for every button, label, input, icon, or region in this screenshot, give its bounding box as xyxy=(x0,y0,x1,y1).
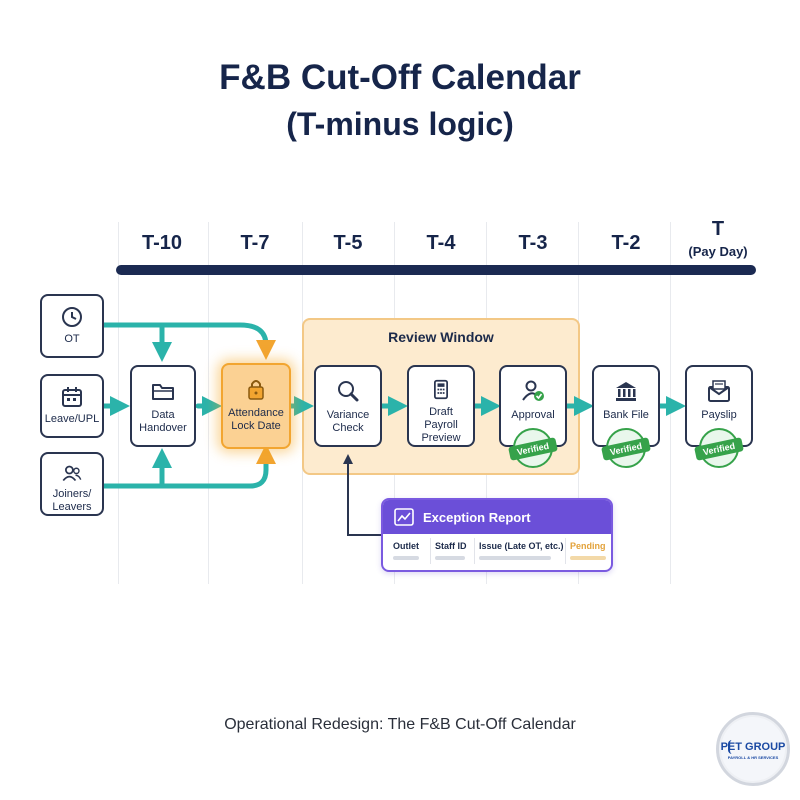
logo-subtitle: PAYROLL & HR SERVICES xyxy=(727,755,779,760)
step-payslip-label: Payslip xyxy=(701,409,737,421)
input-joiners: Joiners/ Leavers xyxy=(40,452,104,516)
logo-mark-icon xyxy=(728,740,735,754)
verified-badge-payslip: Verified xyxy=(694,428,744,468)
step-variance-check-label: Variance Check xyxy=(326,409,370,434)
placeholder-bar xyxy=(435,556,465,560)
column-divider xyxy=(430,538,431,564)
input-ot: OT xyxy=(40,294,104,358)
input-leave-label: Leave/UPL xyxy=(44,413,100,425)
input-joiners-label: Joiners/ Leavers xyxy=(52,488,92,513)
column-divider xyxy=(565,538,566,564)
step-attendance-lock-label: Attendance Lock Date xyxy=(228,407,284,432)
timeline-bar xyxy=(116,265,756,275)
user-check-icon xyxy=(522,380,544,401)
tick-t-payday: T xyxy=(711,218,725,240)
step-approval-label: Approval xyxy=(511,409,555,421)
footer-caption: Operational Redesign: The F&B Cut-Off Ca… xyxy=(224,716,576,733)
verified-badge-bank: Verified xyxy=(601,428,651,468)
exception-report-title: Exception Report xyxy=(423,509,531,525)
column-pending: Pending xyxy=(570,541,606,551)
placeholder-bar xyxy=(570,556,606,560)
column-staff-id: Staff ID xyxy=(435,541,467,551)
ot-flow-line xyxy=(101,322,276,360)
step-attendance-lock: Attendance Lock Date xyxy=(221,363,291,449)
step-variance-check: Variance Check xyxy=(314,365,382,447)
calendar-icon xyxy=(62,387,82,407)
verified-badge-approval-text: Verified xyxy=(508,437,558,461)
verified-badge-approval: Verified xyxy=(508,428,558,468)
input-leave: Leave/UPL xyxy=(40,374,104,438)
lock-icon xyxy=(248,380,264,400)
verified-badge-payslip-text: Verified xyxy=(694,437,744,461)
placeholder-bar xyxy=(479,556,551,560)
calculator-icon xyxy=(434,379,448,400)
tick-t-7: T-7 xyxy=(240,232,270,254)
folder-icon xyxy=(152,384,174,400)
tick-t-5: T-5 xyxy=(333,232,363,254)
company-logo: PET GROUP PAYROLL & HR SERVICES xyxy=(716,712,790,786)
column-outlet: Outlet xyxy=(393,541,419,551)
clock-icon xyxy=(62,307,82,327)
tick-t-4: T-4 xyxy=(426,232,456,254)
logo-name: PET GROUP xyxy=(720,741,786,753)
tick-t-3: T-3 xyxy=(518,232,548,254)
column-divider xyxy=(474,538,475,564)
exception-report-card: Exception Report Outlet Staff ID Issue (… xyxy=(381,498,613,572)
people-icon xyxy=(62,465,82,482)
exception-report-header: Exception Report xyxy=(383,500,611,534)
exception-report-columns: Outlet Staff ID Issue (Late OT, etc.) Pe… xyxy=(383,534,611,570)
page-title: F&B Cut-Off Calendar xyxy=(219,58,581,97)
joiners-flow-line xyxy=(101,444,276,489)
tick-payday-label: (Pay Day) xyxy=(688,244,748,259)
envelope-icon xyxy=(708,380,730,402)
magnifier-icon xyxy=(338,381,359,402)
bank-icon xyxy=(616,382,636,401)
input-ot-label: OT xyxy=(64,333,80,345)
page-subtitle: (T-minus logic) xyxy=(286,106,514,142)
step-draft-payroll: Draft Payroll Preview xyxy=(407,365,475,447)
tick-t-2: T-2 xyxy=(611,232,641,254)
column-issue: Issue (Late OT, etc.) xyxy=(479,541,564,551)
step-data-handover-label: Data Handover xyxy=(139,409,187,434)
step-data-handover: Data Handover xyxy=(130,365,196,447)
step-draft-payroll-label: Draft Payroll Preview xyxy=(421,406,461,444)
review-window-label: Review Window xyxy=(388,329,494,345)
exception-to-variance-line xyxy=(343,454,383,536)
chart-icon xyxy=(394,508,414,526)
verified-badge-bank-text: Verified xyxy=(601,437,651,461)
step-bank-file-label: Bank File xyxy=(603,409,649,421)
placeholder-bar xyxy=(393,556,419,560)
tick-t-10: T-10 xyxy=(141,232,183,254)
